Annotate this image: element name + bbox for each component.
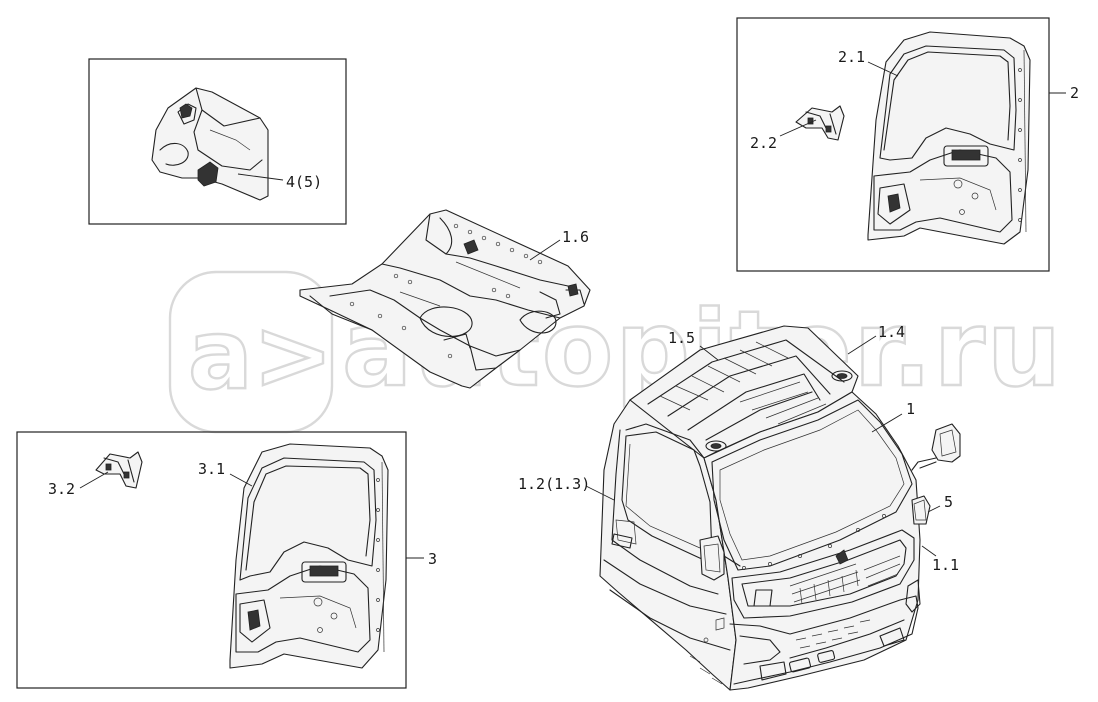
cab-1-drawing (599, 325, 961, 691)
leader-1-5 (699, 345, 719, 361)
label-1-4: 1.4 (878, 323, 905, 341)
hinge-2-2-drawing (795, 105, 845, 141)
leader-lines (79, 61, 1066, 559)
door-3-drawing (229, 443, 389, 669)
hinge-3-2-drawing (95, 451, 143, 489)
label-1-6: 1.6 (562, 228, 589, 246)
label-1: 1 (906, 400, 915, 418)
label-1-1: 1.1 (932, 556, 959, 574)
leader-1-1 (921, 545, 937, 557)
leader-4-5 (237, 173, 284, 181)
leader-2-2 (779, 119, 817, 137)
bracket-4-5-drawing (151, 87, 269, 201)
label-1-2-1-3: 1.2(1.3) (518, 475, 590, 493)
label-1-5: 1.5 (668, 329, 695, 347)
leader-5 (927, 505, 941, 513)
label-3-2: 3.2 (48, 480, 75, 498)
leader-1-2 (585, 485, 615, 501)
label-5: 5 (944, 493, 953, 511)
floor-panel-1-6-drawing (299, 209, 591, 389)
leader-2-1 (867, 61, 899, 77)
label-3-1: 3.1 (198, 460, 225, 478)
door-2-drawing (867, 31, 1031, 245)
label-4-5: 4(5) (286, 173, 322, 191)
frame-door-2 (736, 17, 1050, 272)
frame-door-3 (16, 431, 407, 689)
leader-1-4 (847, 335, 877, 355)
part-labels: 4(5) 2.1 2.2 2 1.6 1.5 1.4 1 1.2(1.3) 5 … (48, 48, 1079, 574)
leader-3-1 (229, 473, 253, 487)
leader-1 (871, 413, 903, 433)
label-2-2: 2.2 (750, 134, 777, 152)
leader-1-6 (529, 239, 561, 261)
watermark-logo-glyph: a> (188, 299, 333, 411)
label-2: 2 (1070, 84, 1079, 102)
label-2-1: 2.1 (838, 48, 865, 66)
frame-bracket-4-5 (88, 58, 347, 225)
label-3: 3 (428, 550, 437, 568)
leader-3-2 (79, 471, 109, 489)
